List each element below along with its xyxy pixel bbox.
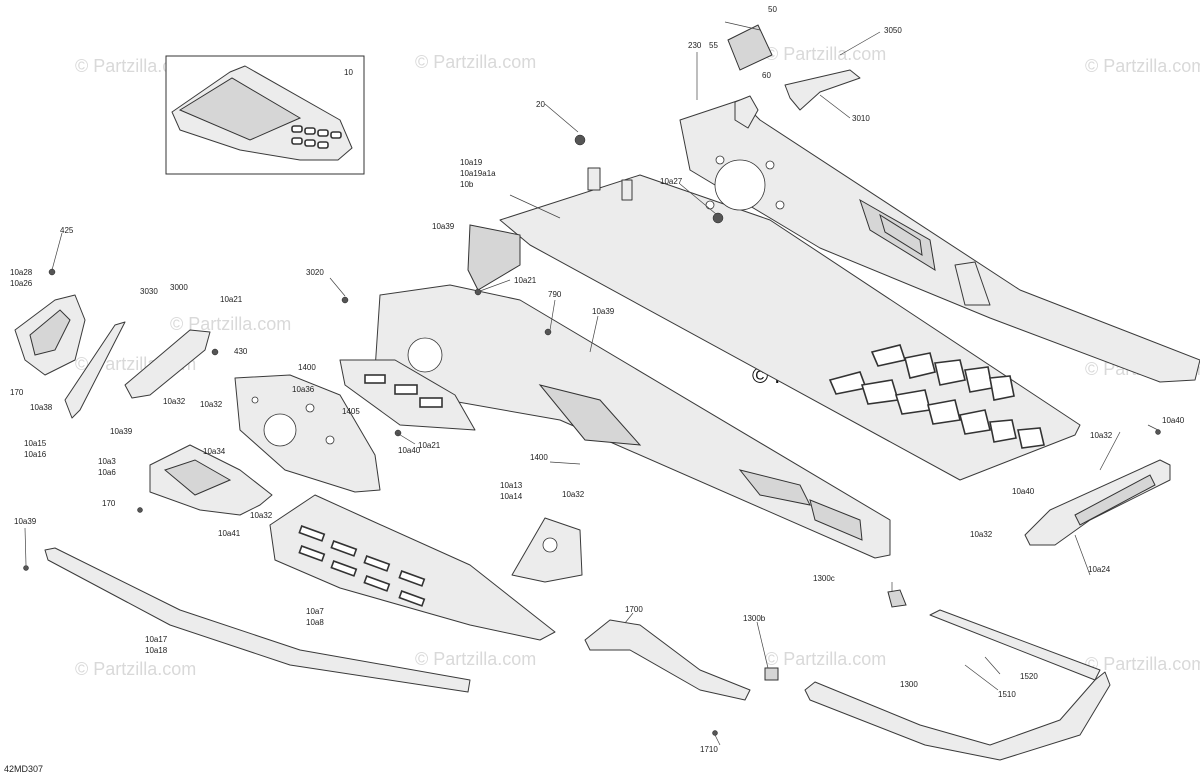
- callout-label: 10: [344, 68, 353, 77]
- runner-1700: [584, 619, 751, 701]
- callout-label: 1510: [998, 690, 1016, 699]
- callout-label: 10a32: [163, 397, 186, 406]
- watermark: © Partzilla.com: [1085, 56, 1200, 76]
- callout-label: 3020: [306, 268, 324, 277]
- callout-label: 10a40: [398, 446, 421, 455]
- plate-10a7: [269, 494, 556, 641]
- callout-label: 10a7: [306, 607, 324, 616]
- callout-label: 10a39: [14, 517, 37, 526]
- callout-label: 3030: [140, 287, 158, 296]
- callout-label: 10a32: [1090, 431, 1113, 440]
- watermark: © Partzilla.com: [765, 649, 886, 669]
- callout-label: 10a32: [970, 530, 993, 539]
- cross-plate: [339, 359, 476, 431]
- callout-label: 60: [762, 71, 771, 80]
- callout-label: 50: [768, 5, 777, 14]
- callout-label: 10a3: [98, 457, 116, 466]
- callout-label: 10a21: [220, 295, 243, 304]
- callout-label: 10a19: [460, 158, 483, 167]
- callout-label: 10a17: [145, 635, 168, 644]
- callout-label: 10b: [460, 180, 474, 189]
- callout-label: 10a14: [500, 492, 523, 501]
- tunnel-deck: [499, 174, 1081, 481]
- bracket-10a24: [1024, 459, 1171, 546]
- callout-label: 10a32: [562, 490, 585, 499]
- side-plate-10a36: [234, 374, 381, 493]
- callout-label: 20: [536, 100, 545, 109]
- bumper-1300: [764, 589, 1111, 761]
- bracket-10a28: [14, 294, 86, 376]
- callout-label: 170: [102, 499, 116, 508]
- callout-label: 10a8: [306, 618, 324, 627]
- callout-label: 10a32: [250, 511, 273, 520]
- callout-label: 55: [709, 41, 718, 50]
- callout-label: 10a41: [218, 529, 241, 538]
- diagram-code: 42MD307: [4, 764, 43, 774]
- rail-10a17: [44, 547, 471, 693]
- callout-label: 1520: [1020, 672, 1038, 681]
- leader-lines: [24, 21, 1159, 746]
- callout-label: 10a18: [145, 646, 168, 655]
- bracket-3000: [124, 329, 211, 399]
- callout-label: 10a19a1a: [460, 169, 496, 178]
- callout-label: 10a32: [200, 400, 223, 409]
- tunnel-side: [374, 167, 891, 559]
- callout-label: 170: [10, 388, 24, 397]
- callout-label: 10a36: [292, 385, 315, 394]
- callout-label: 790: [548, 290, 562, 299]
- callout-label: 10a40: [1012, 487, 1035, 496]
- callout-label: 1710: [700, 745, 718, 754]
- callout-label: 10a39: [592, 307, 615, 316]
- callout-label: 230: [688, 41, 702, 50]
- plate-10a3: [149, 444, 273, 516]
- callout-label: 3010: [852, 114, 870, 123]
- callout-label: 10a39: [110, 427, 133, 436]
- watermark: © Partzilla.com: [75, 659, 196, 679]
- callout-label: 10a39: [432, 222, 455, 231]
- callout-label: 10a28: [10, 268, 33, 277]
- callout-label: 10a27: [660, 177, 683, 186]
- bracket-50: [727, 24, 773, 71]
- callout-label: 10a34: [203, 447, 226, 456]
- callout-label: 10a15: [24, 439, 47, 448]
- inset-box-part-10: 10: [165, 55, 365, 175]
- callout-label: 1700: [625, 605, 643, 614]
- callout-label: 1300c: [813, 574, 835, 583]
- watermark: © Partzilla.com: [415, 52, 536, 72]
- callout-label: 10a38: [30, 403, 53, 412]
- callout-label: 1300: [900, 680, 918, 689]
- callout-label: 1405: [342, 407, 360, 416]
- rear-rail: [679, 95, 1200, 383]
- watermark: © Partzilla.com: [415, 649, 536, 669]
- watermarks: © Partzilla.com © Partzilla.com © Partzi…: [75, 44, 1200, 679]
- callout-label: 10a21: [514, 276, 537, 285]
- callout-label: 10a24: [1088, 565, 1111, 574]
- callout-label: 1300b: [743, 614, 766, 623]
- watermark: © Partzilla.com: [170, 314, 291, 334]
- callout-label: 10a21: [418, 441, 441, 450]
- watermark: © Partzilla.com: [1085, 654, 1200, 674]
- callout-label: 10a26: [10, 279, 33, 288]
- callout-label: 10a13: [500, 481, 523, 490]
- callout-label: 10a6: [98, 468, 116, 477]
- bracket-10a13: [511, 517, 583, 583]
- watermark: © Partzilla.com: [765, 44, 886, 64]
- bracket-3010: [784, 69, 861, 111]
- callout-label: 1400: [298, 363, 316, 372]
- callout-label: 430: [234, 347, 248, 356]
- callout-label: 425: [60, 226, 74, 235]
- callout-label: 10a16: [24, 450, 47, 459]
- strip-10a15: [64, 321, 126, 419]
- callout-label: 3000: [170, 283, 188, 292]
- callout-label: 10a40: [1162, 416, 1185, 425]
- callout-label: 3050: [884, 26, 902, 35]
- callout-labels: 20 50 55 60 230 3050 3010 10a19 10a19a1a…: [10, 5, 1185, 754]
- callout-label: 1400: [530, 453, 548, 462]
